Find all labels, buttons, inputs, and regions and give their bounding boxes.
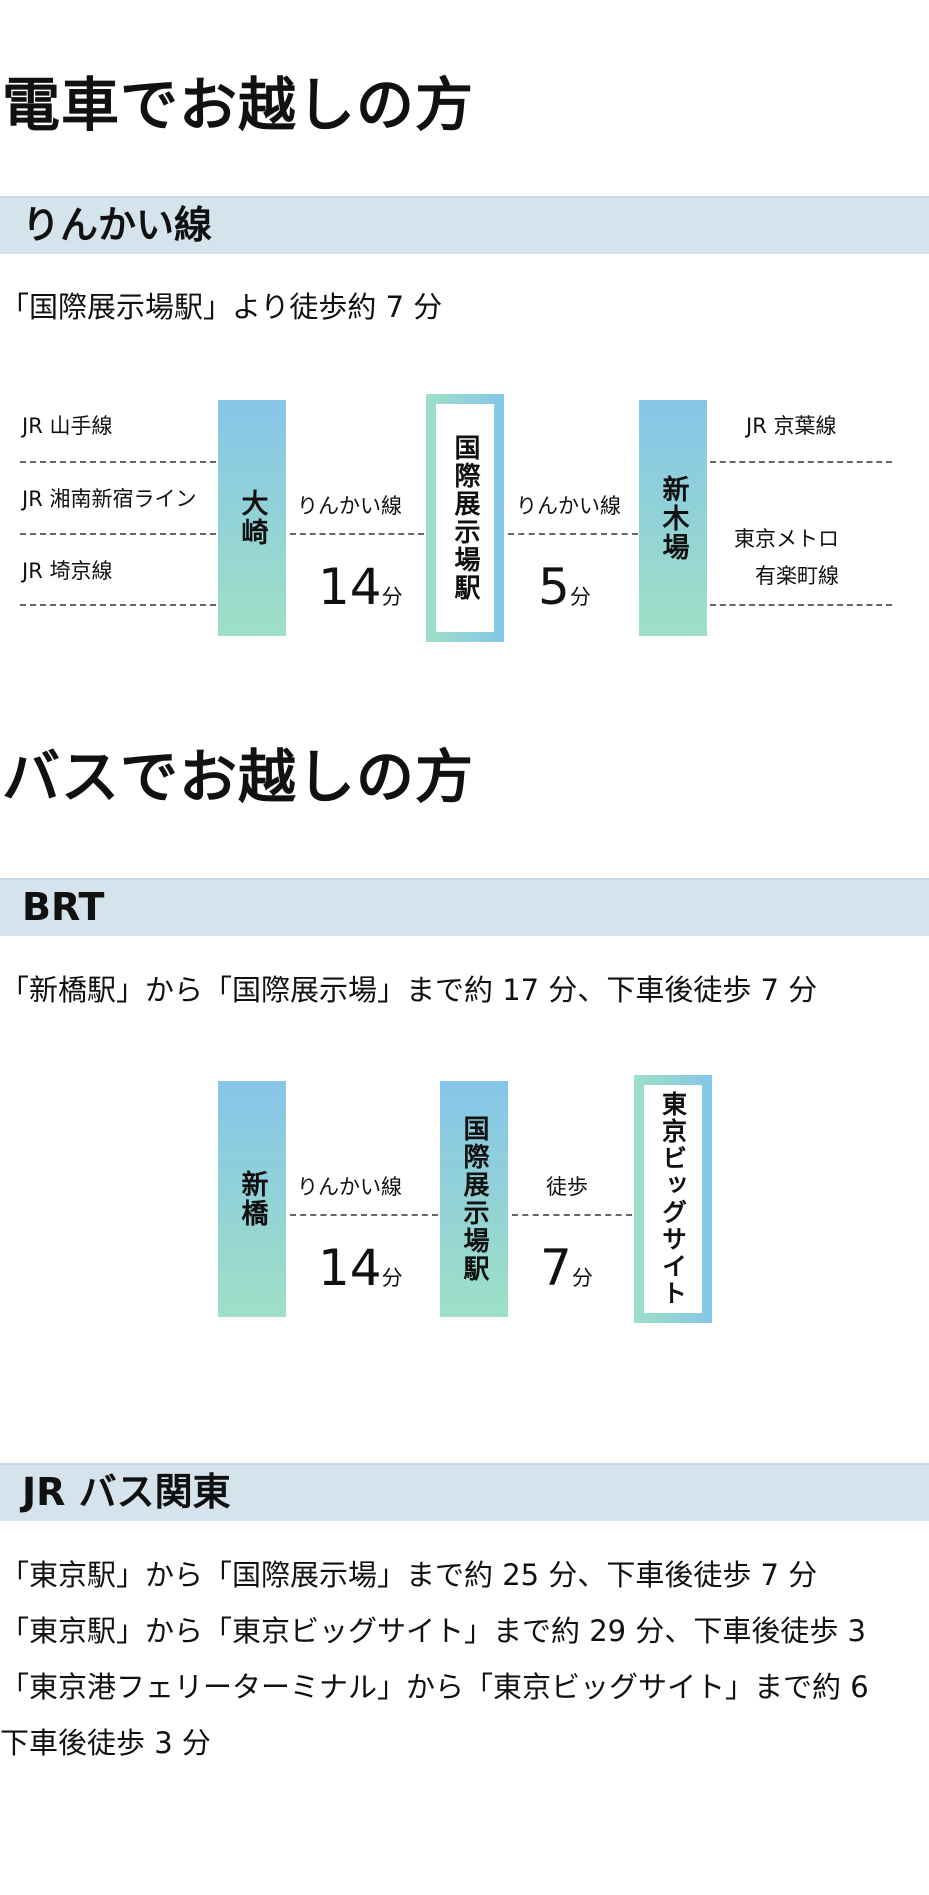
- segment-line: [508, 533, 638, 535]
- line-divider: [20, 461, 216, 463]
- segment-line-label: りんかい線: [297, 1175, 402, 1199]
- line-label-tokyo-metro: 東京メトロ: [734, 527, 839, 551]
- brt-band-label: BRT: [22, 885, 105, 929]
- segment-duration: 14分: [318, 558, 403, 616]
- rinkai-band: [0, 196, 929, 254]
- station-shimbashi: 新橋: [218, 1081, 286, 1317]
- brt-description: 「新橋駅」から「国際展示場」まで約 17 分、下車後徒歩 7 分: [0, 973, 818, 1007]
- station-shinkiba: 新木場: [639, 400, 707, 636]
- rinkai-description: 「国際展示場駅」より徒歩約 7 分: [0, 290, 443, 324]
- station-osaki: 大崎: [218, 400, 286, 636]
- station-shinkiba-label: 新木場: [657, 474, 689, 562]
- line-divider: [710, 604, 892, 606]
- station-kokusai-tenjijo-hub: 国際展示場駅: [426, 394, 504, 642]
- station-osaki-label: 大崎: [236, 489, 268, 547]
- brt-band: [0, 878, 929, 936]
- segment-line: [290, 1214, 438, 1216]
- jrbus-route-line: 「東京港フェリーターミナル」から「東京ビッグサイト」まで約 6: [0, 1670, 869, 1704]
- segment-duration: 5分: [538, 558, 591, 616]
- line-label-keiyo: JR 京葉線: [746, 414, 837, 438]
- station-tokyo-big-sight-label: 東京ビッグサイト: [658, 1091, 688, 1307]
- station-shimbashi-label: 新橋: [236, 1170, 268, 1228]
- station-kokusai-tenjijo-label: 国際展示場駅: [459, 1115, 489, 1283]
- segment-duration: 14分: [318, 1239, 403, 1297]
- train-heading: 電車でお越しの方: [2, 71, 475, 139]
- segment-line-label: りんかい線: [516, 494, 621, 518]
- line-label-yamanote: JR 山手線: [22, 414, 113, 438]
- rinkai-band-label: りんかい線: [22, 203, 213, 247]
- segment-duration: 7分: [540, 1239, 593, 1297]
- jrbus-band-label: JR バス関東: [22, 1470, 231, 1514]
- segment-line: [290, 533, 424, 535]
- jrbus-route-line: 下車後徒歩 3 分: [0, 1726, 211, 1760]
- line-divider: [710, 461, 892, 463]
- line-divider: [20, 604, 216, 606]
- line-label-yurakucho: 有楽町線: [755, 564, 839, 588]
- bus-heading: バスでお越しの方: [2, 743, 475, 811]
- station-tokyo-big-sight-hub: 東京ビッグサイト: [634, 1075, 712, 1323]
- jrbus-route-line: 「東京駅」から「東京ビッグサイト」まで約 29 分、下車後徒歩 3: [0, 1614, 867, 1648]
- station-kokusai-tenjijo: 国際展示場駅: [440, 1081, 508, 1317]
- jrbus-route-line: 「東京駅」から「国際展示場」まで約 25 分、下車後徒歩 7 分: [0, 1558, 818, 1592]
- segment-line: [512, 1214, 632, 1216]
- line-divider: [20, 533, 216, 535]
- station-kokusai-tenjijo-label: 国際展示場駅: [450, 434, 480, 602]
- line-label-shonan-shinjuku: JR 湘南新宿ライン: [22, 487, 197, 511]
- segment-line-label: 徒歩: [546, 1175, 588, 1199]
- line-label-saikyo: JR 埼京線: [22, 559, 113, 583]
- jrbus-band: [0, 1463, 929, 1521]
- segment-line-label: りんかい線: [297, 494, 402, 518]
